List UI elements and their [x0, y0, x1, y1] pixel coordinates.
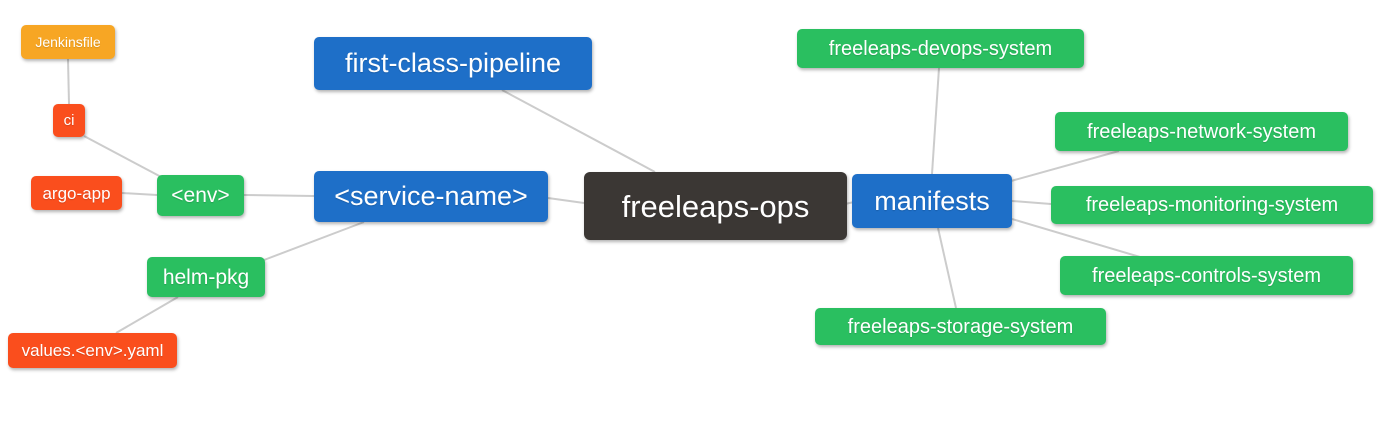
edge-first-class-pipeline-freeleaps-ops [501, 89, 656, 173]
node-argo-app[interactable]: argo-app [31, 176, 122, 210]
edge-manifests-storage-system [937, 227, 957, 309]
node-manifests[interactable]: manifests [852, 174, 1012, 228]
node-first-class-pipeline[interactable]: first-class-pipeline [314, 37, 592, 90]
edge-jenkinsfile-ci [67, 58, 70, 105]
node-jenkinsfile[interactable]: Jenkinsfile [21, 25, 115, 59]
edge-manifests-devops-system [931, 67, 940, 175]
edge-values-env-yaml-helm-pkg [115, 296, 179, 334]
node-freeleaps-ops[interactable]: freeleaps-ops [584, 172, 847, 240]
node-monitoring-system[interactable]: freeleaps-monitoring-system [1051, 186, 1373, 224]
edge-argo-app-env [121, 192, 158, 196]
edge-manifests-controls-system [1011, 218, 1141, 258]
edge-helm-pkg-service-name [263, 221, 365, 261]
node-service-name[interactable]: <service-name> [314, 171, 548, 222]
edge-env-service-name [243, 194, 315, 197]
node-storage-system[interactable]: freeleaps-storage-system [815, 308, 1106, 345]
node-values-env-yaml[interactable]: values.<env>.yaml [8, 333, 177, 368]
node-devops-system[interactable]: freeleaps-devops-system [797, 29, 1084, 68]
node-ci[interactable]: ci [53, 104, 85, 137]
node-controls-system[interactable]: freeleaps-controls-system [1060, 256, 1353, 295]
node-env[interactable]: <env> [157, 175, 244, 216]
node-helm-pkg[interactable]: helm-pkg [147, 257, 265, 297]
edge-manifests-monitoring-system [1011, 200, 1052, 205]
edge-manifests-network-system [1010, 150, 1120, 182]
node-network-system[interactable]: freeleaps-network-system [1055, 112, 1348, 151]
edge-ci-env [83, 135, 166, 180]
edge-service-name-freeleaps-ops [547, 197, 585, 204]
